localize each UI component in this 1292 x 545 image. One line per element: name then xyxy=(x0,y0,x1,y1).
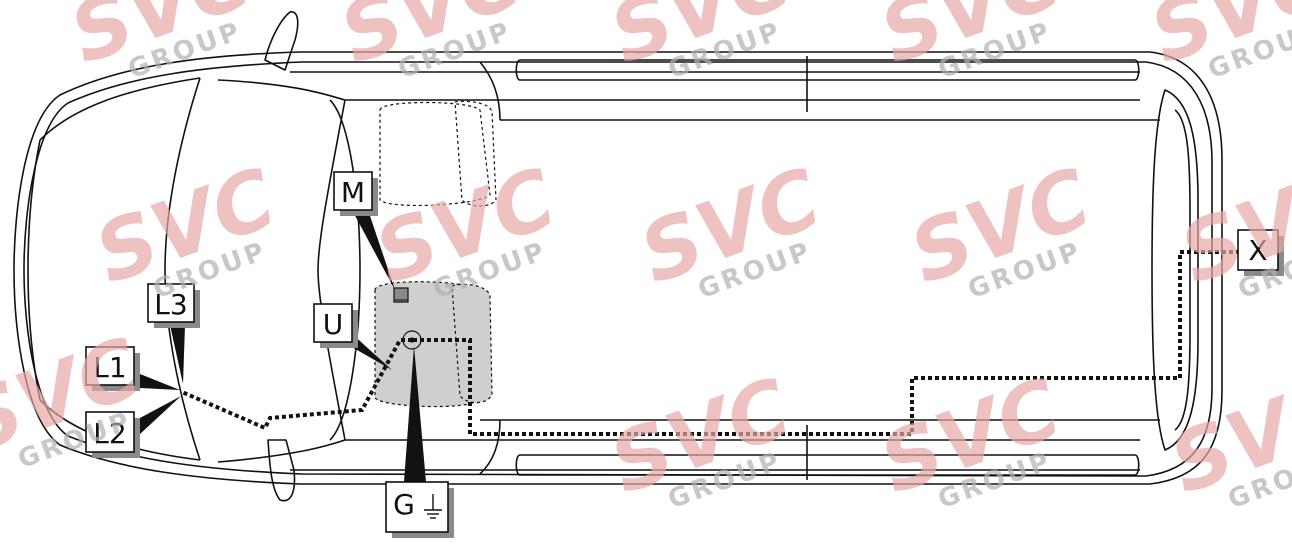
label-l2-text: L2 xyxy=(93,417,126,450)
connector-m-icon xyxy=(393,287,409,303)
label-l2: L2 xyxy=(85,411,140,458)
label-x: X xyxy=(1237,229,1284,276)
control-module-area xyxy=(374,281,493,408)
label-l1: L1 xyxy=(85,346,140,391)
label-l3: L3 xyxy=(147,283,200,328)
label-g-text: G xyxy=(393,488,415,521)
label-u-text: U xyxy=(323,308,344,341)
label-l1-text: L1 xyxy=(93,351,126,384)
label-u: U xyxy=(313,303,358,348)
vehicle-outline xyxy=(13,11,1223,502)
front-seats xyxy=(379,100,497,207)
label-x-text: X xyxy=(1248,234,1267,267)
label-m-text: M xyxy=(341,176,365,209)
wiring-harness xyxy=(181,250,1240,436)
callout-pointers xyxy=(140,210,426,482)
label-l3-text: L3 xyxy=(154,288,187,321)
label-g: G xyxy=(385,481,454,538)
ground-symbol-icon xyxy=(424,494,442,519)
label-m: M xyxy=(333,171,378,216)
